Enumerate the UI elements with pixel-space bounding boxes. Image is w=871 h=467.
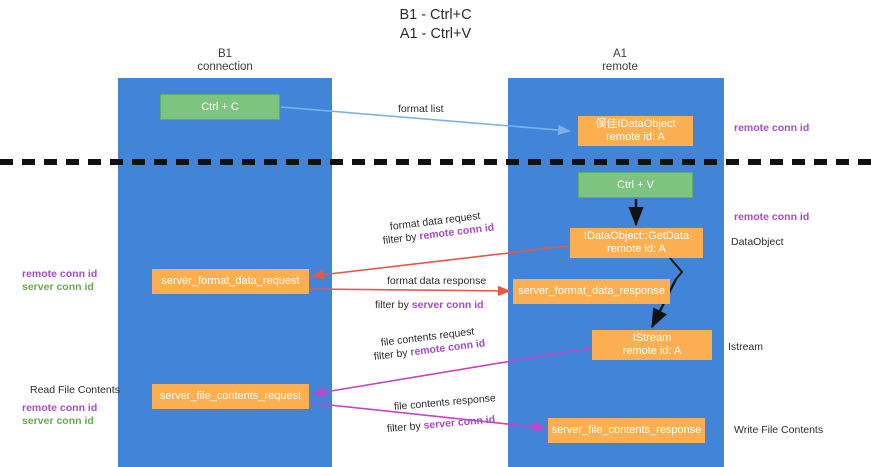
box-getdata[interactable]: IDataObject::GetData remote id: A (570, 228, 703, 258)
box-ctrl-c[interactable]: Ctrl + C (160, 94, 280, 120)
side-label-read-file-contents: Read File Contents (30, 384, 120, 396)
side-label-write-file-contents: Write File Contents (734, 424, 824, 436)
side-label-remote-conn-id-top: remote conn id (734, 122, 810, 134)
lane-b1-title: B1 (217, 48, 233, 60)
legend-server-conn-id-1: server conn id (22, 281, 94, 293)
filter-by-text-4: filter by (386, 419, 425, 435)
box-istream[interactable]: IStream remote id: A (592, 330, 712, 360)
side-legend-conn-ids-top: remote conn id server conn id (22, 268, 97, 294)
box-server-file-contents-request-label: server_file_contents_request (159, 390, 302, 402)
box-server-format-data-request[interactable]: server_format_data_request (152, 269, 309, 294)
side-legend-conn-ids-bottom: remote conn id server conn id (22, 402, 97, 428)
title-line-2: A1 - Ctrl+V (399, 26, 472, 42)
box-getdata-line1: IDataObject::GetData (583, 230, 690, 242)
lane-a1-subtitle: remote (602, 61, 638, 73)
box-server-format-data-response[interactable]: server_format_data_response (513, 279, 670, 304)
box-server-format-data-response-label: server_format_data_response (518, 285, 665, 297)
side-label-remote-conn-id-mid: remote conn id (734, 211, 810, 223)
lane-a1-title: A1 (612, 48, 628, 60)
filter-by-text-3: filter by (373, 346, 412, 363)
label-format-list: format list (398, 103, 444, 115)
box-istream-line1: IStream (632, 332, 672, 344)
label-format-data-response: format data response (387, 275, 487, 287)
server-conn-id-text-1: server conn id (411, 299, 484, 311)
box-server-file-contents-request[interactable]: server_file_contents_request (152, 384, 309, 409)
lane-header-b1: B1 connection (150, 48, 300, 74)
server-conn-id-text-2: server conn id (423, 413, 496, 432)
side-label-dataobject: DataObject (731, 236, 784, 248)
lane-header-a1: A1 remote (545, 48, 695, 74)
lane-b1-subtitle: connection (197, 61, 253, 73)
box-dataobject-line1: 俣佳IDataObject (595, 118, 676, 130)
box-dataobject-remote[interactable]: 俣佳IDataObject remote id: A (578, 116, 693, 146)
box-ctrl-v-label: Ctrl + V (617, 178, 654, 191)
box-server-format-data-request-label: server_format_data_request (161, 275, 300, 287)
title-line-1: B1 - Ctrl+C (399, 7, 472, 23)
label-filter-by-server-conn-id-2: filter by server conn id (386, 414, 495, 436)
page-title: B1 - Ctrl+C A1 - Ctrl+V (0, 6, 871, 44)
box-istream-line2: remote id: A (622, 345, 682, 357)
legend-remote-conn-id-1: remote conn id (22, 268, 98, 280)
box-ctrl-v[interactable]: Ctrl + V (578, 172, 693, 198)
filter-by-text-1: filter by (382, 230, 421, 247)
box-server-file-contents-response-label: server_file_contents_response (551, 424, 702, 436)
legend-remote-conn-id-2: remote conn id (22, 402, 98, 414)
legend-server-conn-id-2: server conn id (22, 415, 94, 427)
arrow-format-data-response (308, 285, 511, 297)
box-ctrl-c-label: Ctrl + C (201, 100, 239, 113)
label-filter-by-server-conn-id-1: filter by server conn id (375, 299, 484, 312)
filter-by-text-2: filter by (375, 299, 412, 311)
box-getdata-line2: remote id: A (607, 243, 666, 255)
label-file-contents-response: file contents response (393, 392, 497, 413)
box-dataobject-line2: remote id: A (606, 131, 665, 143)
box-server-file-contents-response[interactable]: server_file_contents_response (548, 418, 705, 443)
side-label-istream: Istream (728, 341, 764, 353)
